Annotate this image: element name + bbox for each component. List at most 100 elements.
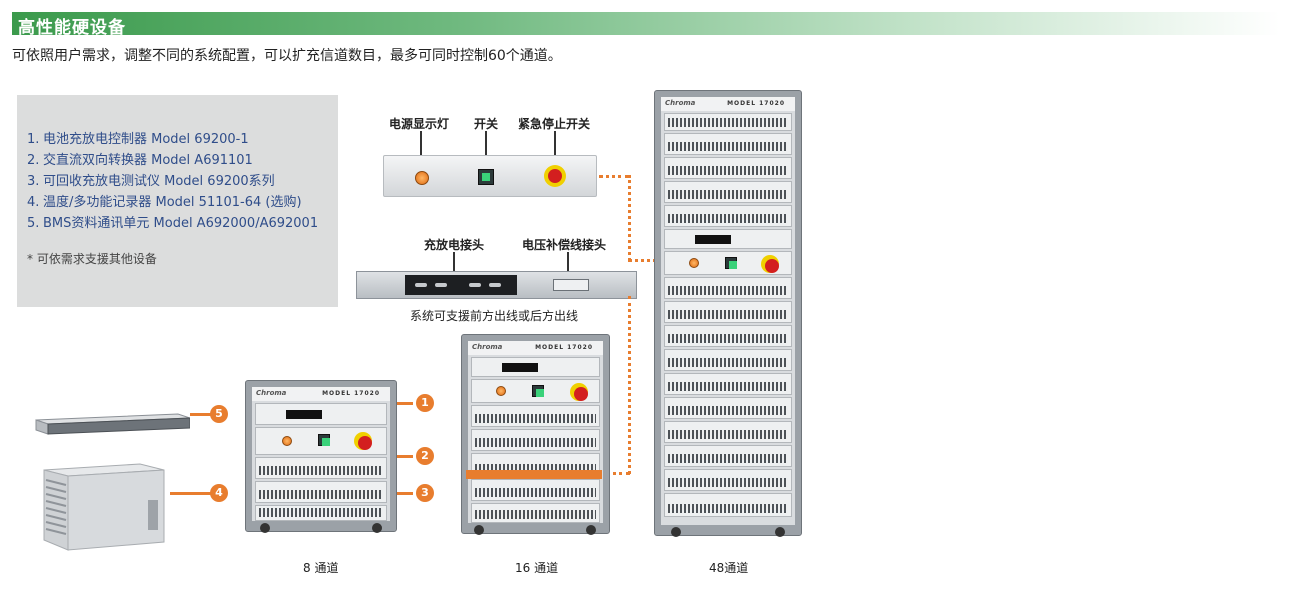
controller-unit [255, 403, 387, 425]
terminal-block-icon [553, 279, 589, 291]
tester-unit [664, 301, 792, 323]
rack-header: Chroma MODEL 17020 [252, 387, 390, 401]
connector-panel-image [356, 271, 637, 299]
vent-grill [668, 118, 788, 127]
legend-num: 5. [27, 216, 40, 231]
switch-icon [725, 257, 737, 269]
converter-unit [471, 405, 600, 427]
section-title: 高性能硬设备 [18, 18, 126, 38]
vent-grill [259, 466, 383, 475]
vent-grill [668, 286, 788, 295]
rack-frame: Chroma MODEL 17020 [468, 341, 603, 523]
callout-badge: 4 [210, 484, 228, 502]
wheel-icon [260, 523, 270, 533]
vent-grill [259, 508, 383, 517]
legend-text: 温度/多功能记录器 Model 51101-64 (选购) [43, 195, 302, 210]
legend-text: BMS资料通讯单元 Model A692000/A692001 [43, 216, 319, 231]
legend-item: 4.温度/多功能记录器 Model 51101-64 (选购) [27, 192, 338, 213]
emergency-stop-icon [354, 432, 372, 450]
controller-unit [471, 357, 600, 377]
vent-grill [668, 478, 788, 487]
tester-unit [471, 429, 600, 451]
converter-unit [255, 457, 387, 479]
rack-frame: Chroma MODEL 17020 [252, 387, 390, 521]
vent-grill [259, 490, 383, 499]
tester-unit [255, 481, 387, 503]
rack-8-caption: 8 通道 [303, 561, 339, 575]
connector-dotted-line [628, 175, 631, 261]
callout-line [397, 492, 413, 495]
wheel-icon [474, 525, 484, 535]
wheel-icon [671, 527, 681, 537]
tester-unit [664, 157, 792, 179]
tester-unit [664, 421, 792, 443]
tester-unit [664, 397, 792, 419]
vent-grill [668, 190, 788, 199]
power-light-icon [496, 386, 506, 396]
voltage-comp-label: 电压补偿线接头 [522, 238, 607, 252]
rack-header: Chroma MODEL 17020 [661, 97, 795, 111]
brand-logo: Chroma [472, 343, 503, 351]
display-icon [286, 410, 322, 419]
connector-dotted-line [628, 259, 664, 262]
wheel-icon [586, 525, 596, 535]
intro-text: 可依照用户需求，调整不同的系统配置，可以扩充信道数目，最多可同时控制60个通道。 [12, 48, 562, 64]
callout-line [397, 402, 413, 405]
callout-line [397, 455, 413, 458]
panel-unit [255, 427, 387, 455]
panel-unit [471, 379, 600, 403]
vent-grill [668, 214, 788, 223]
tester-unit [664, 205, 792, 227]
connector-dotted-line [600, 472, 630, 475]
display-icon [502, 363, 538, 372]
legend-num: 1. [27, 132, 40, 147]
display-icon [695, 235, 731, 244]
connector-icon [489, 283, 501, 287]
vent-grill [668, 334, 788, 343]
panel-unit [664, 251, 792, 275]
vent-grill [475, 510, 596, 519]
wheel-icon [775, 527, 785, 537]
connector-dotted-line [599, 175, 629, 178]
legend-note: * 可依需求支援其他设备 [27, 252, 157, 266]
power-light-icon [282, 436, 292, 446]
switch-icon [318, 434, 330, 446]
rack-header: Chroma MODEL 17020 [468, 341, 603, 355]
emergency-stop-icon [570, 383, 588, 401]
connector-icon [469, 283, 481, 287]
power-light-label: 电源显示灯 [389, 117, 450, 131]
emergency-stop-icon [761, 255, 779, 273]
rack-model-label: MODEL 17020 [535, 344, 593, 351]
tester-unit [471, 503, 600, 523]
tester-unit [664, 493, 792, 517]
tester-unit [664, 133, 792, 155]
rack-model-label: MODEL 17020 [727, 100, 785, 107]
legend-box: 1.电池充放电控制器 Model 69200-1 2.交直流双向转换器 Mode… [17, 95, 338, 307]
rack-8-channel: Chroma MODEL 17020 [245, 380, 397, 533]
vent-grill [668, 358, 788, 367]
bms-unit-shape [35, 413, 191, 435]
vent-grill [475, 488, 596, 497]
legend-item: 1.电池充放电控制器 Model 69200-1 [27, 129, 338, 150]
tester-unit [664, 113, 792, 131]
charge-connector-label: 充放电接头 [424, 238, 485, 252]
highlight-bar [466, 470, 602, 479]
emergency-stop-icon [544, 165, 566, 187]
callout-line [190, 413, 212, 416]
switch-icon [532, 385, 544, 397]
vent-grill [668, 382, 788, 391]
tester-unit [664, 445, 792, 467]
vent-grill [668, 454, 788, 463]
rack-48-caption: 48通道 [709, 561, 749, 575]
charge-connector-block [405, 275, 517, 295]
rack-16-channel: Chroma MODEL 17020 [461, 334, 610, 535]
control-panel-image [383, 155, 597, 197]
vent-grill [668, 430, 788, 439]
switch-icon [478, 169, 494, 185]
recorder-image [40, 460, 168, 552]
wheel-icon [372, 523, 382, 533]
callout-badge: 3 [416, 484, 434, 502]
legend-num: 2. [27, 153, 40, 168]
callout-badge: 1 [416, 394, 434, 412]
connector-dotted-line [628, 296, 631, 474]
